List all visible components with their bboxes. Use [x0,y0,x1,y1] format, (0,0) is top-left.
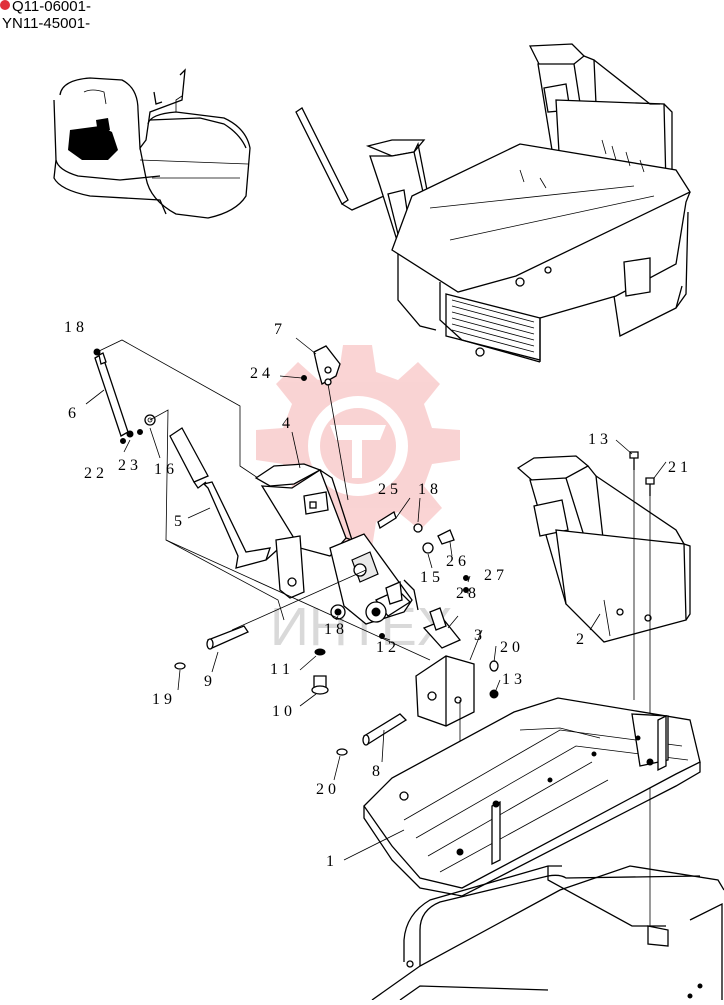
base-frame [371,865,724,1001]
tower-part-2 [516,455,691,643]
callout-20a: 1 8 [64,319,84,336]
assembled-console [295,43,691,363]
pin-part-9 [206,625,249,650]
callout-12: 1 2 [376,639,396,656]
console-grille [445,293,541,361]
callout-24: 2 6 [446,553,466,570]
callout-5: 5 [174,513,182,530]
callout-9: 9 [204,673,212,690]
callout-1: 1 [326,853,334,870]
washer-part-18-lower [336,748,348,756]
callout-2: 2 [576,631,584,648]
callout-26: 2 8 [456,585,476,602]
callout-15: 1 5 [420,569,440,586]
warning-badge-icon [0,0,10,10]
callout-16: 1 6 [154,461,174,478]
callout-19: 1 8 [324,621,344,638]
callout-18a: 1 9 [152,691,172,708]
callout-25: 2 7 [484,567,504,584]
callout-10: 1 0 [272,703,292,720]
exploded-console [93,339,499,850]
callout-4: 4 [282,415,290,432]
bracket-part-7 [301,345,349,501]
callout-7: 7 [274,321,282,338]
callout-labels: 1 8 6 2 2 2 3 1 6 7 2 4 4 5 2 5 1 8 2 6 … [64,319,688,870]
bolt-part-13-top [629,451,639,470]
callout-18b: 2 0 [316,781,336,798]
callout-8: 8 [372,763,380,780]
bracket-part-3 [415,655,475,850]
callout-13a: 1 3 [588,431,608,448]
callout-6: 6 [68,405,76,422]
bolt-part-28 [645,477,655,496]
callout-13b: 1 3 [502,671,522,688]
callout-11: 1 1 [270,661,290,678]
washer-part-18-right [489,660,499,672]
washer-part-18 [174,662,186,670]
serial-range-1: Q11-06001- [12,0,91,15]
bolt-part-13 [489,689,499,699]
callout-18c: 2 0 [500,639,520,656]
pivot-bracket-assembly [329,511,469,639]
callout-17: 1 8 [418,481,438,498]
tower-part-4 [254,463,354,599]
callout-28: 2 1 [668,459,688,476]
callout-leaders [85,337,667,861]
pin-part-8 [362,713,408,746]
callout-23: 2 4 [250,365,270,382]
stopper-part-10 [311,648,329,695]
callout-20b: 2 2 [84,465,104,482]
callout-3: 3 [474,627,482,644]
location-thumbnail [53,68,251,219]
callout-21: 2 3 [118,457,138,474]
callout-22: 2 5 [378,481,398,498]
serial-range-2: YN11-45001- [2,15,91,32]
lever-part-5 [169,427,287,569]
floor-plate-part-1 [363,697,701,897]
